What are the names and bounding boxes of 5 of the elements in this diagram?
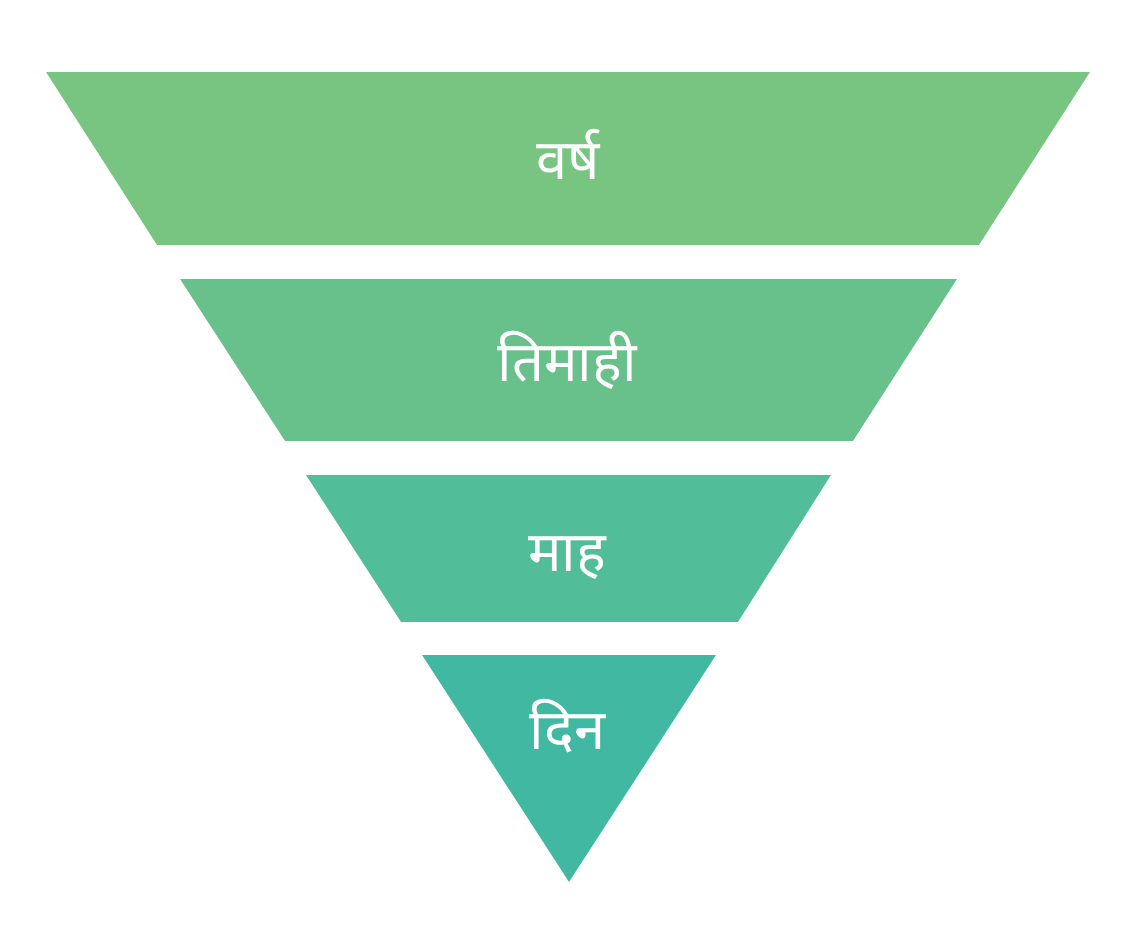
funnel-band bbox=[306, 475, 831, 622]
funnel-band bbox=[180, 279, 957, 441]
band-label: माह bbox=[528, 524, 606, 580]
funnel-band bbox=[46, 72, 1090, 245]
funnel-tip-triangle bbox=[422, 655, 716, 882]
